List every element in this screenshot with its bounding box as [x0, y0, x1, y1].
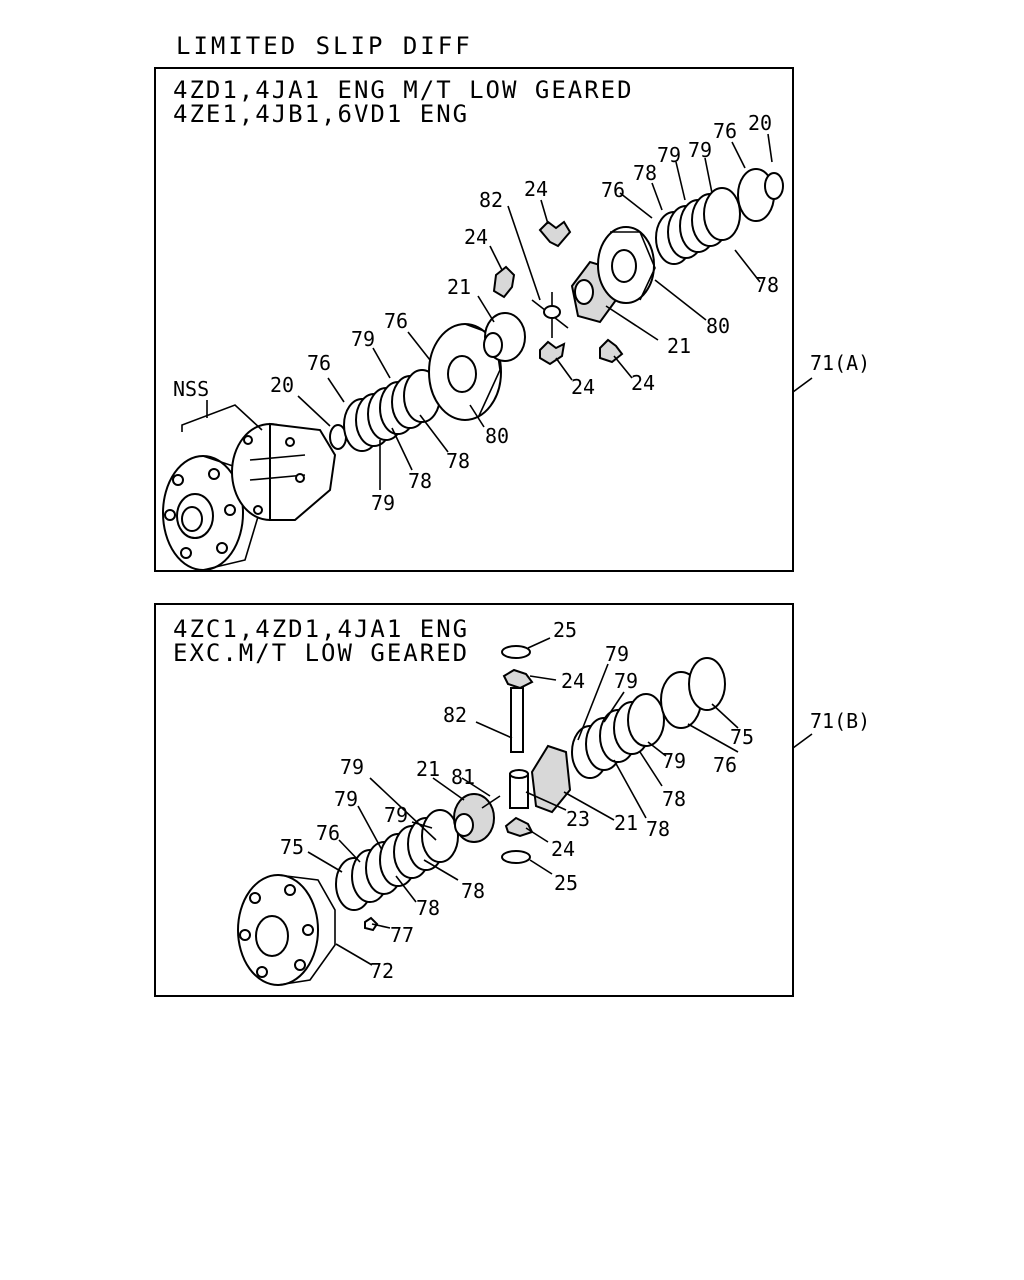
panel-a-header-line2: 4ZE1,4JB1,6VD1 ENG	[173, 100, 469, 128]
callout-21: 21	[447, 275, 471, 299]
callout-78: 78	[416, 896, 440, 920]
callout-78: 78	[646, 817, 670, 841]
pinion-gear-bottom	[504, 816, 534, 838]
callout-25: 25	[554, 871, 578, 895]
pin-77	[364, 916, 379, 932]
callout-79: 79	[351, 327, 375, 351]
cross-shaft	[531, 292, 569, 338]
callout-78: 78	[408, 469, 432, 493]
nss-bracket	[181, 404, 263, 432]
panel-b-leaders	[307, 637, 739, 966]
pinion-gear-top	[502, 668, 534, 690]
callout-21: 21	[614, 811, 638, 835]
diff-case-part	[162, 422, 337, 571]
callout-79: 79	[614, 669, 638, 693]
panel-a-frame	[154, 67, 794, 572]
right-clutch-pack	[655, 168, 784, 265]
callout-80: 80	[485, 424, 509, 448]
panel-b-frame	[154, 603, 794, 997]
thrust-washer-top	[501, 645, 531, 659]
panel-b-assembly-ref: 71(B)	[810, 709, 870, 733]
page-title: LIMITED SLIP DIFF	[176, 32, 473, 60]
panel-a-ref-leader	[792, 377, 813, 393]
panel-b-header-line1: 4ZC1,4ZD1,4JA1 ENG	[173, 615, 469, 643]
callout-79: 79	[657, 143, 681, 167]
callout-79: 79	[605, 642, 629, 666]
panel-b-header-line2: EXC.M/T LOW GEARED	[173, 639, 469, 667]
right-clutch-pack	[571, 657, 726, 779]
pressure-ring-left	[428, 323, 502, 421]
callout-21: 21	[416, 757, 440, 781]
callout-20: 20	[270, 373, 294, 397]
callout-20: 20	[748, 111, 772, 135]
callout-79: 79	[662, 749, 686, 773]
left-clutch-pack	[335, 809, 459, 911]
callout-24: 24	[524, 177, 548, 201]
callout-24: 24	[561, 669, 585, 693]
panel-a: 4ZD1,4JA1 ENG M/T LOW GEARED 4ZE1,4JB1,6…	[154, 67, 870, 572]
diff-case-part	[237, 874, 379, 986]
callout-79: 79	[340, 755, 364, 779]
callout-82: 82	[479, 188, 503, 212]
callout-80: 80	[706, 314, 730, 338]
callout-23: 23	[566, 807, 590, 831]
callout-24: 24	[631, 371, 655, 395]
callout-75: 75	[730, 725, 754, 749]
callout-78: 78	[446, 449, 470, 473]
callout-24: 24	[464, 225, 488, 249]
panel-a-leaders	[297, 133, 773, 490]
callout-78: 78	[662, 787, 686, 811]
callout-79: 79	[688, 138, 712, 162]
callout-24: 24	[551, 837, 575, 861]
callout-24: 24	[571, 375, 595, 399]
callout-82: 82	[443, 703, 467, 727]
callout-75: 75	[280, 835, 304, 859]
callout-77: 77	[390, 923, 414, 947]
callout-79: 79	[371, 491, 395, 515]
panel-a-header-line1: 4ZD1,4JA1 ENG M/T LOW GEARED	[173, 76, 634, 104]
callout-72: 72	[370, 959, 394, 983]
callout-78: 78	[755, 273, 779, 297]
panel-a-assembly-ref: 71(A)	[810, 351, 870, 375]
callout-78: 78	[633, 161, 657, 185]
panel-b-ref-leader	[792, 733, 813, 749]
pinion-shaft	[509, 687, 529, 809]
callout-76: 76	[601, 178, 625, 202]
callout-76: 76	[307, 351, 331, 375]
pinion-gear-left	[492, 265, 516, 299]
pinion-gear-top	[538, 220, 572, 248]
pressure-ring-right	[597, 226, 656, 304]
panel-b: 4ZC1,4ZD1,4JA1 ENG EXC.M/T LOW GEARED 71…	[154, 603, 870, 997]
callout-78: 78	[461, 879, 485, 903]
nss-label: NSS	[173, 377, 209, 401]
side-gear-right	[530, 744, 572, 814]
callout-76: 76	[316, 821, 340, 845]
callout-79: 79	[384, 803, 408, 827]
side-gear-left	[483, 312, 526, 362]
side-gear-left	[453, 793, 501, 843]
callout-25: 25	[553, 618, 577, 642]
callout-81: 81	[451, 765, 475, 789]
pinion-gear-bottom	[539, 340, 566, 366]
left-clutch-pack	[329, 369, 441, 452]
callout-76: 76	[713, 119, 737, 143]
thrust-washer-bottom	[501, 850, 531, 864]
pinion-gear-right	[599, 338, 624, 364]
callout-79: 79	[334, 787, 358, 811]
callout-76: 76	[713, 753, 737, 777]
callout-76: 76	[384, 309, 408, 333]
callout-21: 21	[667, 334, 691, 358]
